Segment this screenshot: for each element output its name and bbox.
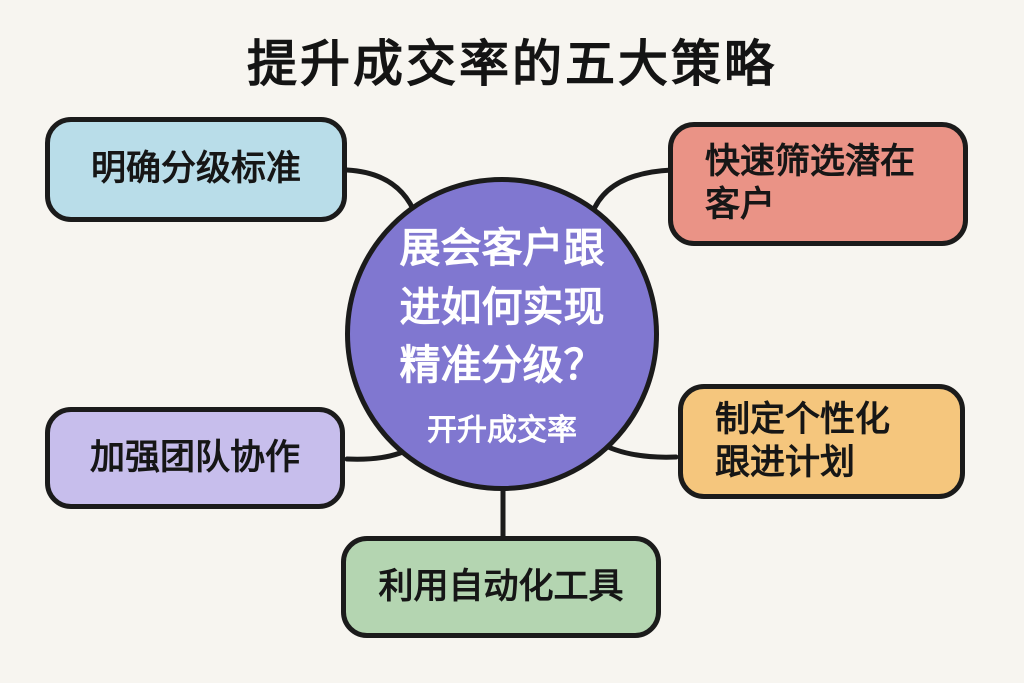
node-label-line: 快速筛选潜在 [705,142,916,182]
node-personalized-follow-up-plan: 制定个性化 跟进计划 [678,384,965,499]
node-quick-screen-potential-customers: 快速筛选潜在 客户 [668,122,968,246]
center-question-line: 展会客户跟 [399,225,605,272]
node-label-line: 利用自动化工具 [378,566,624,606]
center-question-line: 进如何实现 [399,283,605,330]
center-subtitle: 开升成交率 [427,413,577,447]
center-question-line: 精准分级？ [399,342,605,389]
node-label-line: 客户 [705,185,776,224]
page-title: 提升成交率的五大策略 [247,36,777,92]
connector-top-right [589,167,675,217]
node-label-line: 跟进计划 [715,442,856,482]
node-define-grading-criteria: 明确分级标准 [45,117,347,222]
node-strengthen-team-collaboration: 加强团队协作 [45,407,345,509]
node-label-line: 制定个性化 [715,399,891,439]
node-use-automation-tools: 利用自动化工具 [341,536,661,638]
center-question: 展会客户跟 进如何实现 精准分级？ [400,219,605,395]
center-topic-circle: 展会客户跟 进如何实现 精准分级？ 开升成交率 [345,177,659,491]
node-label-line: 加强团队协作 [89,437,300,477]
node-label-line: 明确分级标准 [90,149,301,189]
